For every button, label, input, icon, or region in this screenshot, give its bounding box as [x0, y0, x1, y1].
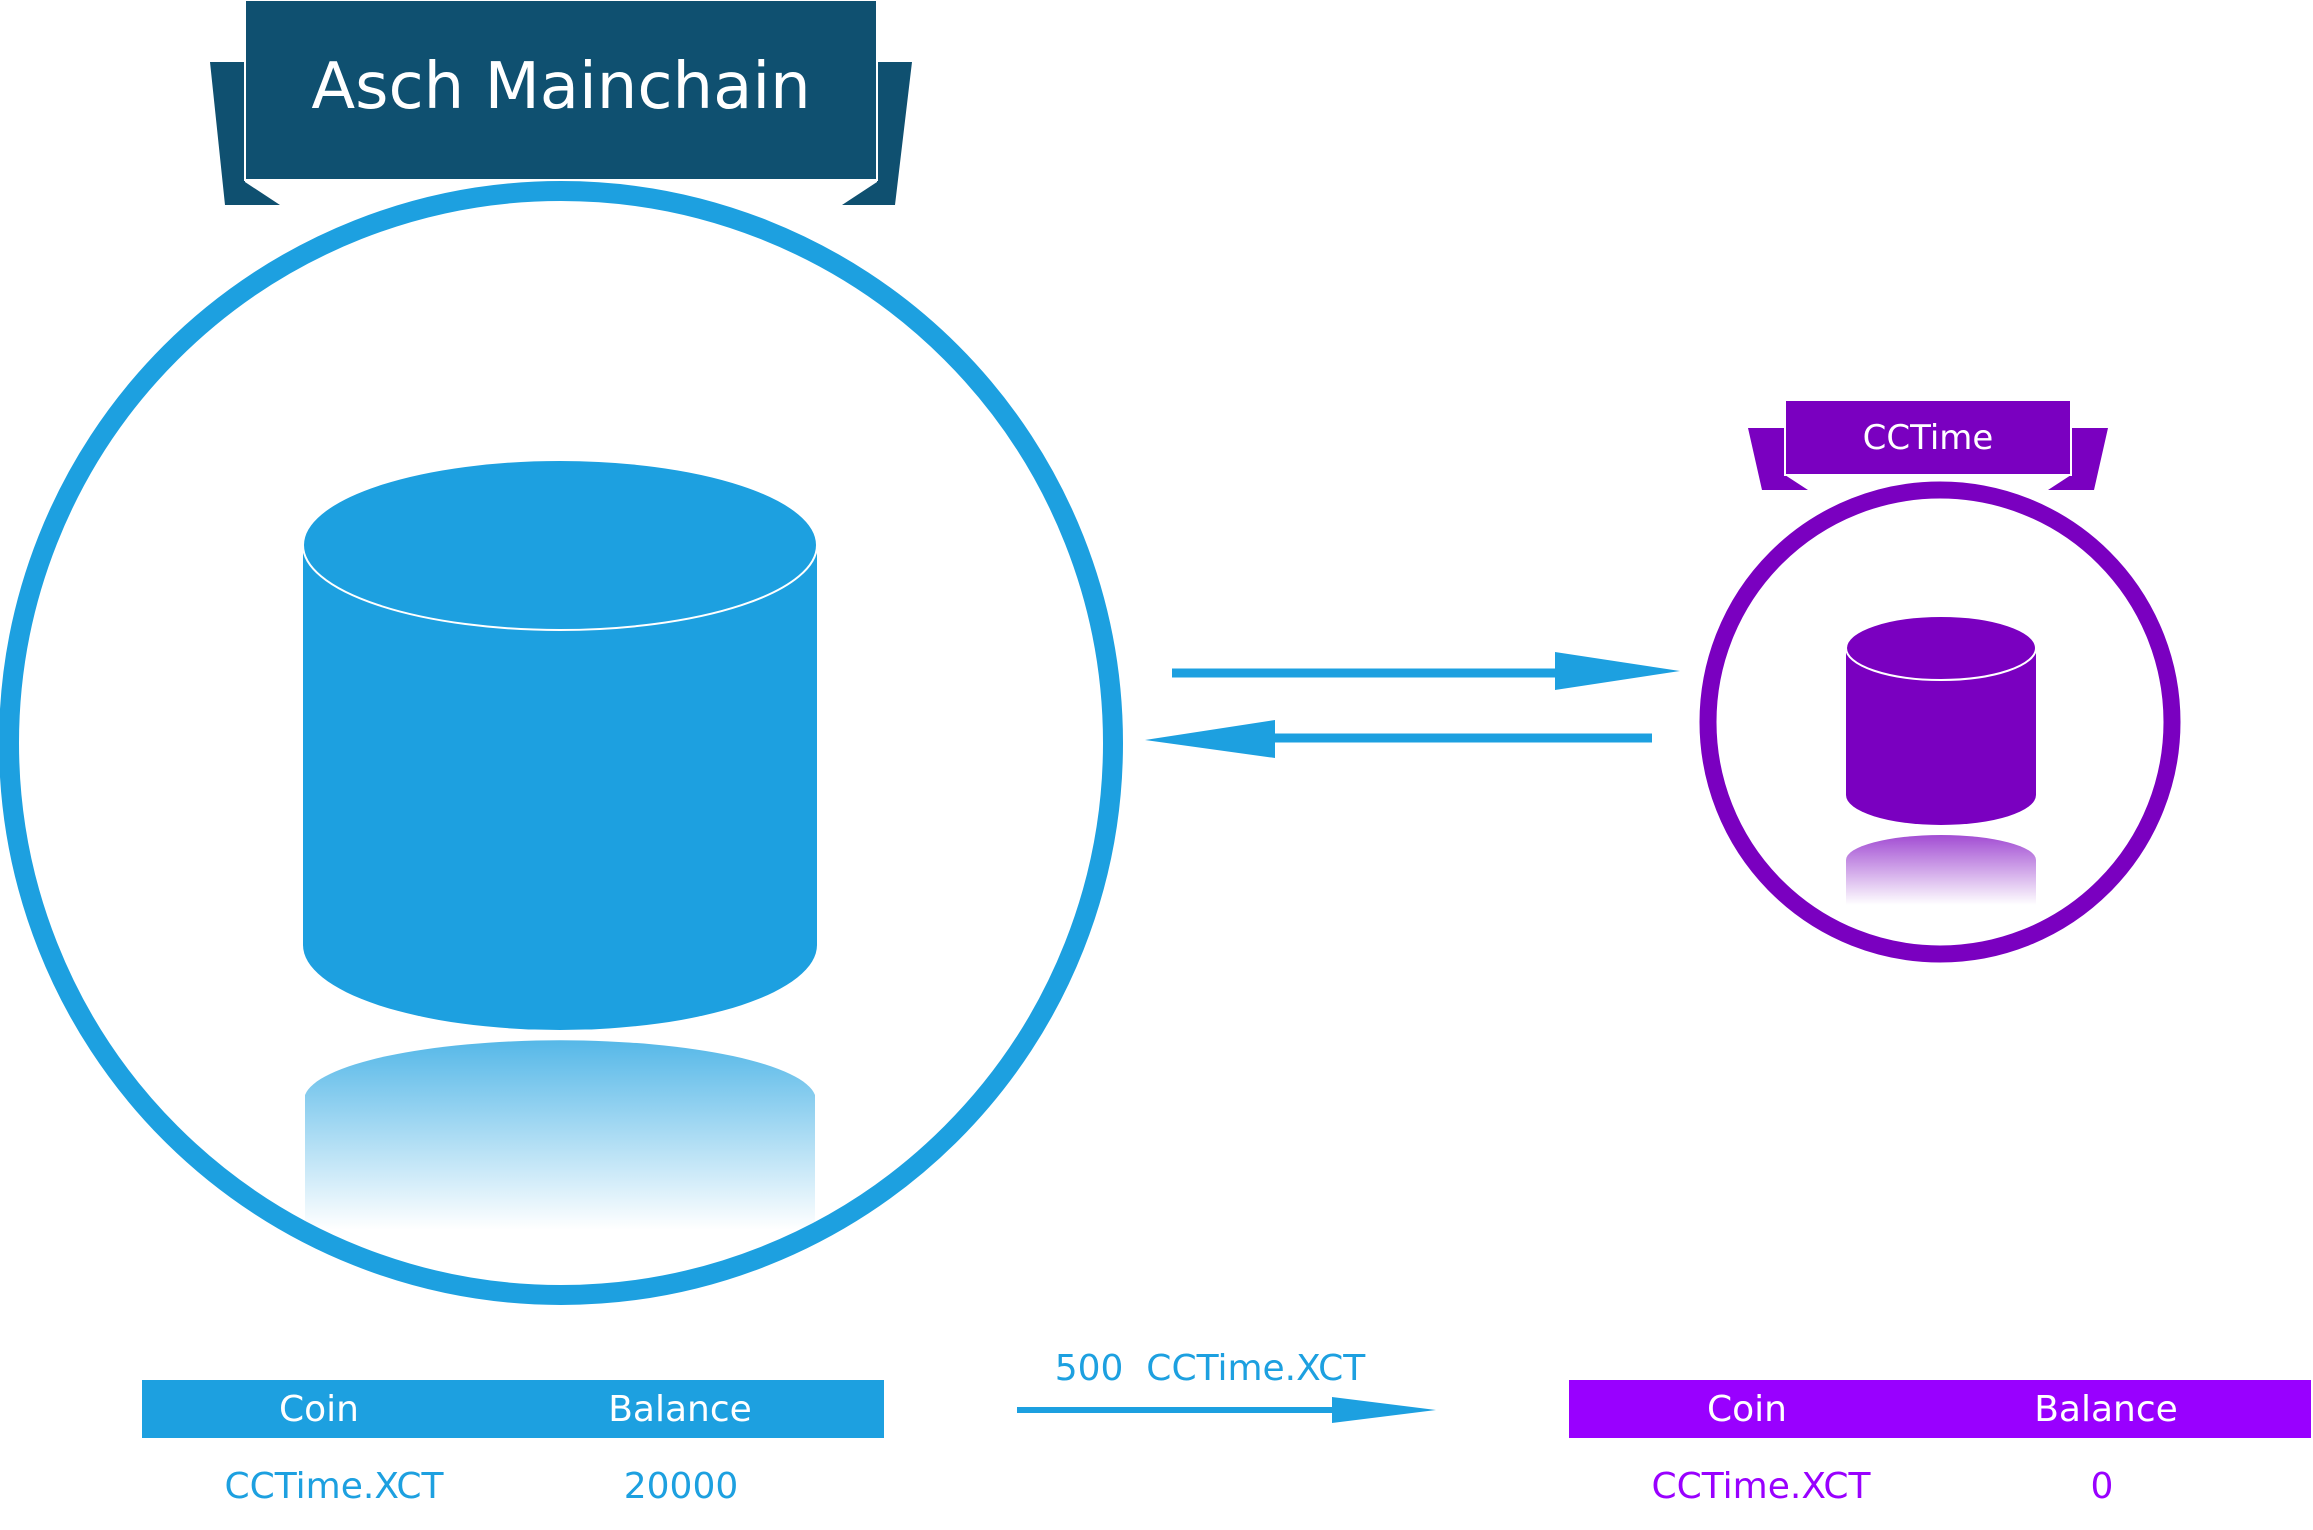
transfer-arrow-icon: [1017, 1397, 1436, 1423]
cell-coin: CCTime.XCT: [225, 1466, 445, 1507]
cell-balance: 0: [2091, 1466, 2114, 1507]
arrow-right-icon: [1172, 652, 1680, 690]
database-cylinder-icon: [302, 459, 818, 1030]
table-header: [142, 1380, 884, 1438]
banner-tail-left: [1748, 428, 1808, 490]
mainchain-title: Asch Mainchain: [311, 50, 810, 124]
sync-arrows: [1145, 652, 1680, 758]
header-balance: Balance: [608, 1389, 752, 1430]
sidechain-node: [1699, 481, 2181, 963]
cell-balance: 20000: [624, 1466, 739, 1507]
header-balance: Balance: [2034, 1389, 2178, 1430]
mainchain-banner: Asch Mainchain: [210, 0, 912, 205]
database-cylinder-icon: [1845, 615, 2037, 825]
transfer-label: 500 CCTime.XCT: [1055, 1348, 1367, 1389]
arrow-left-icon: [1145, 720, 1652, 758]
table-header: [1569, 1380, 2311, 1438]
header-coin: Coin: [1707, 1389, 1787, 1430]
mainchain-node: [0, 181, 1123, 1305]
header-coin: Coin: [279, 1389, 359, 1430]
sidechain-db-reflection: [1846, 835, 2036, 905]
mainchain-db-reflection: [305, 1040, 815, 1230]
sidechain-title: CCTime: [1863, 418, 1994, 458]
banner-body: [244, 0, 878, 181]
transfer: 500 CCTime.XCT: [1017, 1348, 1436, 1423]
banner-body: [1784, 399, 2072, 476]
sidechain-banner: CCTime: [1748, 399, 2108, 490]
cell-coin: CCTime.XCT: [1652, 1466, 1872, 1507]
sidechain-balance-table: Coin Balance CCTime.XCT 0: [1569, 1380, 2311, 1507]
mainchain-balance-table: Coin Balance CCTime.XCT 20000: [142, 1380, 884, 1507]
banner-tail-right: [2048, 428, 2108, 490]
